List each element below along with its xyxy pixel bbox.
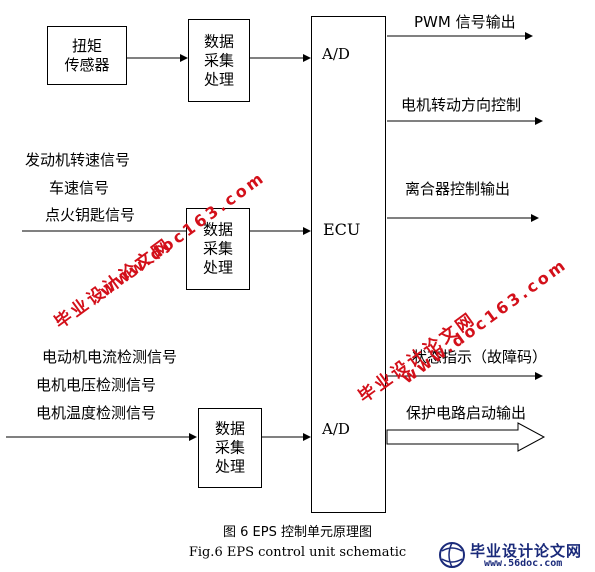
ad-converter-label-top: A/D	[322, 45, 350, 63]
data-processing-box-1: 数据 采集 处理	[188, 19, 250, 102]
input-engine-speed: 发动机转速信号	[25, 151, 131, 169]
input-motor-voltage: 电机电压检测信号	[36, 376, 157, 394]
caption-english: Fig.6 EPS control unit schematic	[188, 545, 407, 560]
logo-url: www.56doc.com	[484, 558, 563, 569]
data-processing-label-1: 数据 采集 处理	[203, 32, 234, 88]
output-protection: 保护电路启动输出	[406, 404, 527, 422]
logo-ball-icon	[439, 542, 465, 568]
input-motor-current: 电动机电流检测信号	[42, 348, 178, 366]
site-logo: 毕业设计论文网 www.56doc.com	[438, 540, 592, 570]
data-processing-label-2: 数据 采集 处理	[202, 220, 233, 277]
logo-title: 毕业设计论文网	[470, 542, 583, 560]
data-processing-box-3: 数据 采集 处理	[198, 408, 262, 488]
output-motor-direction: 电机转动方向控制	[401, 96, 522, 114]
output-clutch: 离合器控制输出	[405, 180, 511, 198]
data-processing-label-3: 数据 采集 处理	[214, 419, 245, 476]
torque-sensor-label: 扭矩 传感器	[64, 36, 110, 74]
torque-sensor-box: 扭矩 传感器	[47, 26, 127, 85]
input-vehicle-speed: 车速信号	[49, 179, 110, 197]
ecu-label: ECU	[323, 220, 361, 239]
input-motor-temperature: 电机温度检测信号	[36, 404, 157, 422]
ecu-box	[311, 16, 386, 513]
output-pwm: PWM 信号输出	[414, 13, 516, 31]
output-status: 状态指示（故障码）	[412, 348, 548, 366]
input-ignition-key: 点火钥匙信号	[45, 206, 136, 224]
arrow-output-protection	[386, 422, 546, 452]
caption-chinese: 图 6 EPS 控制单元原理图	[223, 525, 372, 540]
ad-converter-label-bottom: A/D	[322, 420, 350, 438]
data-processing-box-2: 数据 采集 处理	[186, 208, 250, 290]
